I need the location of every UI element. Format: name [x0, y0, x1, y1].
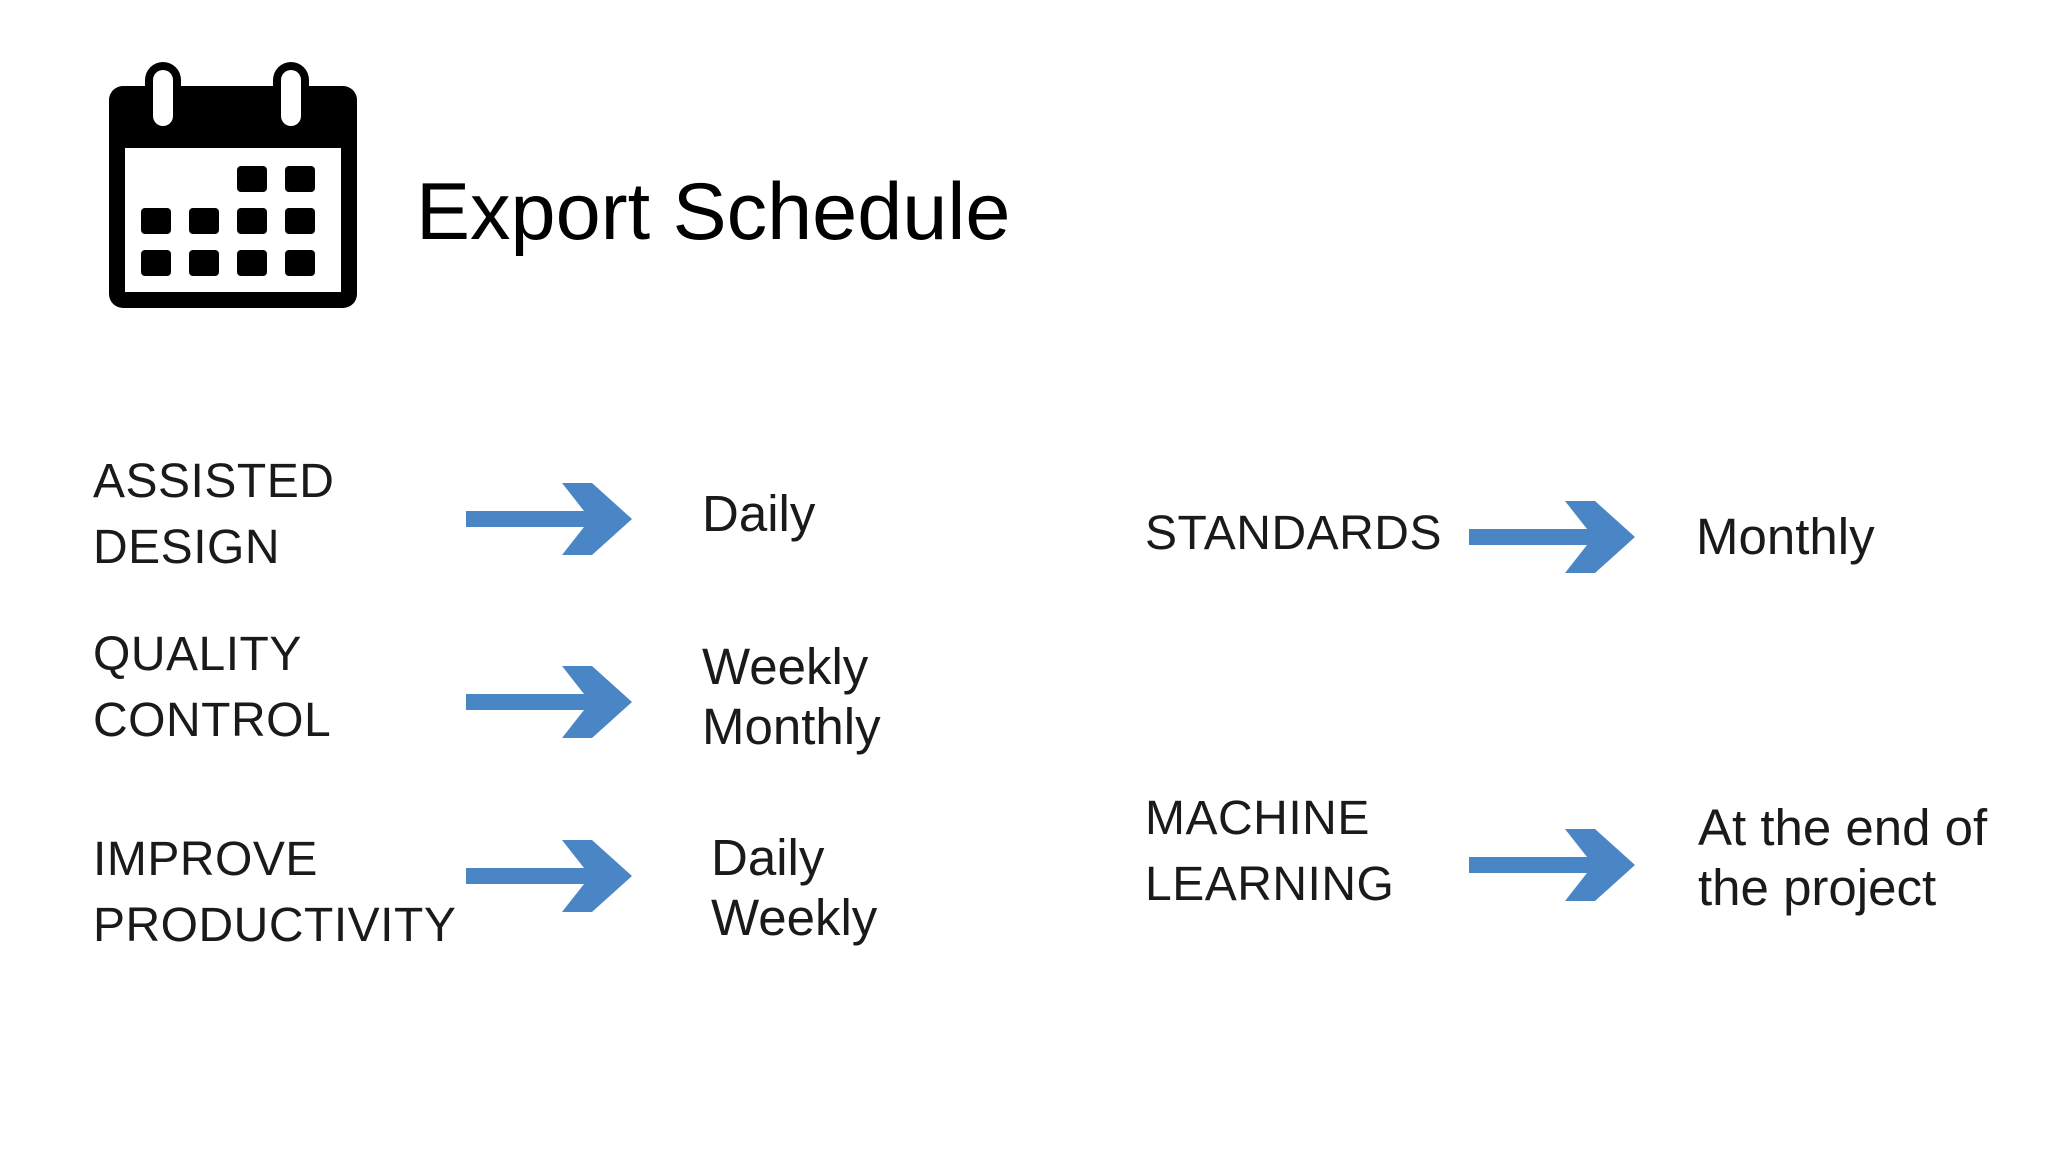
- label-line: IMPROVE: [93, 833, 318, 886]
- value-line: Weekly: [711, 889, 878, 946]
- label-line: STANDARDS: [1145, 507, 1442, 560]
- schedule-label-improve-productivity: IMPROVE PRODUCTIVITY: [93, 827, 456, 959]
- label-line: LEARNING: [1145, 858, 1395, 911]
- arrow-right-icon: [1469, 501, 1635, 573]
- schedule-value-assisted-design: Daily: [702, 484, 815, 544]
- schedule-label-machine-learning: MACHINE LEARNING: [1145, 786, 1394, 918]
- value-line: Monthly: [702, 698, 881, 755]
- calendar-icon: [109, 62, 357, 308]
- label-line: CONTROL: [93, 694, 332, 747]
- label-line: DESIGN: [93, 521, 281, 574]
- value-line: the project: [1698, 859, 1937, 916]
- value-line: Daily: [711, 829, 825, 886]
- value-line: Daily: [702, 485, 816, 542]
- schedule-value-improve-productivity: Daily Weekly: [711, 828, 877, 948]
- schedule-label-assisted-design: ASSISTED DESIGN: [93, 449, 334, 581]
- page-title: Export Schedule: [416, 167, 1011, 257]
- arrow-right-icon: [466, 666, 632, 738]
- schedule-value-standards: Monthly: [1696, 507, 1875, 567]
- label-line: ASSISTED: [93, 455, 335, 508]
- arrow-right-icon: [1469, 829, 1635, 901]
- arrow-right-icon: [466, 483, 632, 555]
- label-line: PRODUCTIVITY: [93, 899, 457, 952]
- schedule-label-standards: STANDARDS: [1145, 501, 1442, 567]
- value-line: At the end of: [1698, 799, 1988, 856]
- value-line: Monthly: [1696, 508, 1875, 565]
- schedule-value-quality-control: Weekly Monthly: [702, 637, 881, 757]
- schedule-value-machine-learning: At the end of the project: [1698, 798, 1987, 918]
- arrow-right-icon: [466, 840, 632, 912]
- label-line: QUALITY: [93, 628, 302, 681]
- schedule-label-quality-control: QUALITY CONTROL: [93, 622, 331, 754]
- label-line: MACHINE: [1145, 792, 1370, 845]
- value-line: Weekly: [702, 638, 869, 695]
